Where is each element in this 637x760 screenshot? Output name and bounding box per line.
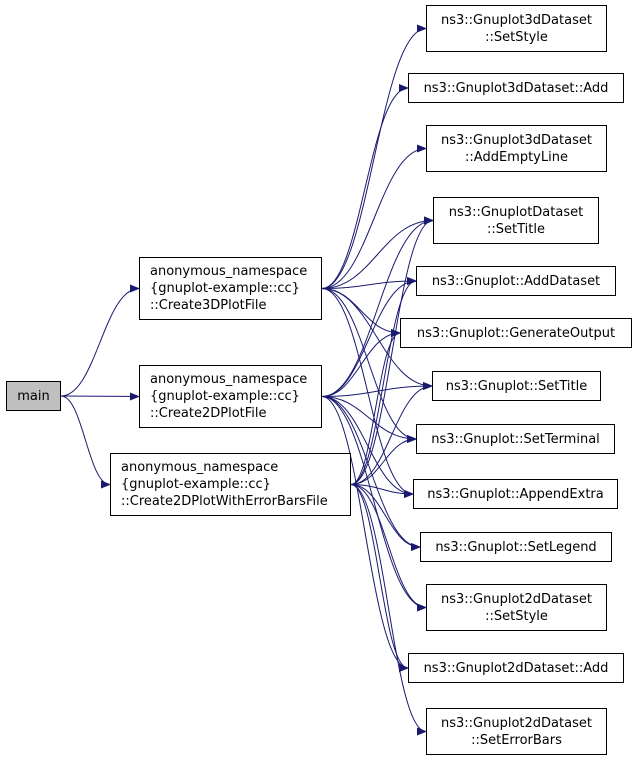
edge-create2d-to-gp_setlegend — [321, 396, 421, 551]
edge-create2derr-to-gp_adddataset — [350, 277, 417, 485]
node-create2dplotfile[interactable]: anonymous_namespace{gnuplot-example::cc}… — [139, 365, 322, 428]
edge-create2d-to-gp_appendextra — [321, 396, 414, 498]
node-gnuplot3ddataset-add[interactable]: ns3::Gnuplot3dDataset::Add — [408, 73, 624, 103]
node-gnuplot-settitle[interactable]: ns3::Gnuplot::SetTitle — [432, 371, 601, 401]
edge-create2d-to-g2_add — [321, 396, 409, 672]
edge-create2d-to-gp_adddataset — [321, 277, 417, 397]
edge-create2derr-to-gp_setterminal — [350, 435, 417, 485]
node-gnuplot3ddataset-addemptyline[interactable]: ns3::Gnuplot3dDataset::AddEmptyLine — [426, 125, 607, 172]
edge-main-to-create2derr — [60, 395, 111, 489]
node-label-line: ns3::Gnuplot::AddDataset — [431, 273, 601, 289]
node-create3dplotfile[interactable]: anonymous_namespace{gnuplot-example::cc}… — [139, 257, 322, 320]
node-label-line: ns3::Gnuplot::GenerateOutput — [416, 325, 616, 341]
node-label-line: anonymous_namespace — [150, 372, 308, 387]
node-gnuplot-setlegend[interactable]: ns3::Gnuplot::SetLegend — [420, 532, 612, 562]
edge-create3d-to-g3_setstyle — [321, 24, 427, 289]
node-gnuplot-setterminal[interactable]: ns3::Gnuplot::SetTerminal — [416, 424, 615, 454]
edge-create3d-to-gp_settitle — [321, 288, 433, 390]
edge-create2d-to-g2_setstyle — [321, 396, 427, 612]
edge-create3d-to-gds_settitle — [321, 216, 434, 289]
edge-create2d-to-gp_settitle — [321, 382, 433, 397]
node-label-line: ns3::Gnuplot2dDataset — [441, 591, 592, 607]
node-label-line: ns3::Gnuplot3dDataset::Add — [423, 80, 609, 96]
edge-create2derr-to-gds_settitle — [350, 216, 434, 485]
node-label-line: anonymous_namespace — [150, 264, 308, 279]
node-gnuplot2ddataset-seterrorbars[interactable]: ns3::Gnuplot2dDataset::SetErrorBars — [426, 708, 607, 755]
node-main: main — [6, 381, 61, 411]
node-label-line: ::SetStyle — [485, 608, 548, 624]
edge-main-to-create2d — [60, 392, 140, 401]
node-label-line: ns3::Gnuplot2dDataset::Add — [423, 660, 609, 676]
edge-create3d-to-gp_appendextra — [321, 288, 414, 498]
edge-create2d-to-gp_setterminal — [321, 396, 417, 443]
node-label-line: ::SetStyle — [485, 29, 548, 45]
edge-create2derr-to-gp_generateoutput — [350, 329, 401, 485]
node-label-line: ns3::Gnuplot2dDataset — [441, 715, 592, 731]
node-label-line: ns3::Gnuplot::SetLegend — [435, 539, 597, 555]
node-gnuplot2ddataset-setstyle[interactable]: ns3::Gnuplot2dDataset::SetStyle — [426, 584, 607, 631]
edge-create2derr-to-gp_settitle — [350, 382, 433, 485]
node-label-line: {gnuplot-example::cc} — [150, 389, 300, 404]
node-label-line: ::SetTitle — [487, 221, 545, 237]
node-label-line: ::Create2DPlotFile — [150, 406, 267, 421]
edge-create3d-to-g3_add — [321, 84, 409, 289]
edge-create3d-to-g3_addemptyline — [321, 144, 427, 289]
node-label-line: ns3::GnuplotDataset — [448, 204, 584, 220]
node-gnuplot-appendextra[interactable]: ns3::Gnuplot::AppendExtra — [413, 479, 618, 509]
node-label-line: ::Create3DPlotFile — [150, 298, 267, 313]
edge-create2derr-to-gp_setlegend — [350, 484, 421, 551]
node-gnuplot2ddataset-add[interactable]: ns3::Gnuplot2dDataset::Add — [408, 653, 624, 683]
node-label-line: ns3::Gnuplot::AppendExtra — [427, 486, 604, 502]
node-label-line: ns3::Gnuplot::SetTitle — [445, 378, 588, 394]
edge-create3d-to-gp_adddataset — [321, 277, 417, 289]
edge-layer — [60, 24, 434, 736]
node-label-line: ::AddEmptyLine — [465, 149, 568, 165]
node-label-line: anonymous_namespace — [121, 460, 279, 475]
node-gnuplot3ddataset-setstyle[interactable]: ns3::Gnuplot3dDataset::SetStyle — [426, 5, 607, 52]
edge-main-to-create3d — [60, 284, 140, 397]
edge-create2derr-to-gp_appendextra — [350, 484, 414, 498]
node-label-line: {gnuplot-example::cc} — [121, 477, 271, 492]
edge-create3d-to-gp_setterminal — [321, 288, 417, 443]
node-gnuplot-generateoutput[interactable]: ns3::Gnuplot::GenerateOutput — [400, 318, 632, 348]
edge-create2d-to-gds_settitle — [321, 216, 434, 397]
node-create2dplotwitherrorbarsfile[interactable]: anonymous_namespace{gnuplot-example::cc}… — [110, 453, 351, 516]
node-label-line: ns3::Gnuplot::SetTerminal — [431, 431, 600, 447]
edge-create2derr-to-g2_seterrorbars — [350, 484, 427, 736]
edge-create2d-to-gp_generateoutput — [321, 329, 401, 397]
node-gnuplot-adddataset[interactable]: ns3::Gnuplot::AddDataset — [416, 266, 616, 296]
node-label-line: ns3::Gnuplot3dDataset — [441, 132, 592, 148]
node-label-line: ::SetErrorBars — [471, 732, 562, 748]
node-label-line: ::Create2DPlotWithErrorBarsFile — [121, 494, 328, 509]
node-label-line: main — [17, 388, 50, 404]
edge-create2derr-to-g2_setstyle — [350, 484, 427, 612]
node-label-line: ns3::Gnuplot3dDataset — [441, 12, 592, 28]
edge-create2derr-to-g2_add — [350, 484, 409, 672]
node-label-line: {gnuplot-example::cc} — [150, 281, 300, 296]
node-gnuplotdataset-settitle[interactable]: ns3::GnuplotDataset::SetTitle — [433, 197, 599, 244]
